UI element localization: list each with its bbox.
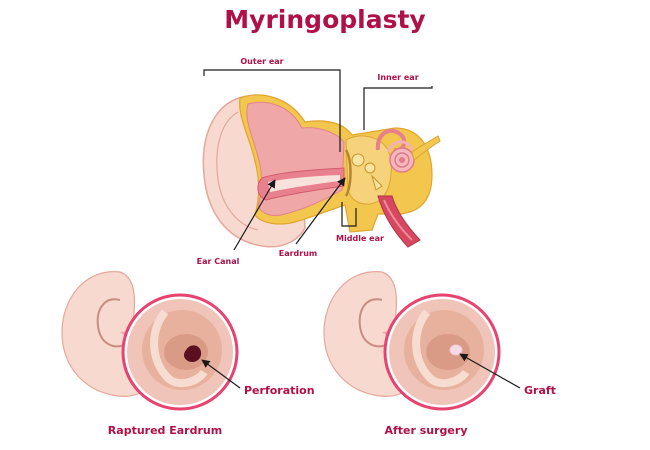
eardrum-pointer [295,177,346,245]
graft-pointer [459,353,521,389]
ear-canal-pointer [233,179,276,251]
ossicle [351,153,365,167]
zoom-eardrum [426,334,470,370]
page-title: Myringoplasty [224,5,425,34]
perforation-pointer [201,359,241,389]
graft-label: Graft [524,384,556,397]
inner-ear-label: Inner ear [377,73,418,82]
cochlea [399,157,405,163]
ear-cross-section [202,94,441,248]
after-surgery-caption: After surgery [384,424,467,437]
ear-inner-curve [96,298,127,348]
ear-canal-lumen [268,175,340,192]
middle-ear-bracket [341,202,357,227]
eustachian-tube-inner [383,199,413,241]
auditory-nerve [411,135,441,161]
ossicle [364,162,376,174]
graft-patch [449,344,463,356]
ruptured-caption: Raptured Eardrum [108,424,222,437]
panel-after-surgery: Graft After surgery [323,271,556,437]
eardrum-label: Eardrum [279,249,318,258]
ossicle [370,174,383,191]
region-brackets [203,69,433,227]
zoom-ridge [150,309,208,388]
cochlea [394,152,410,168]
eardrum-membrane [344,149,352,197]
ear-canal-label: Ear Canal [197,257,240,266]
semicircular-canals [386,140,414,153]
perforation-hole [183,345,202,362]
middle-ear-label: Middle ear [336,234,384,243]
inner-ear-bracket [363,86,433,130]
outer-ear-label: Outer ear [240,57,283,66]
zoom-ridge [412,309,470,388]
perforation-label: Perforation [244,384,315,397]
pinna-fold [216,111,259,231]
ear-inner-curve [358,298,389,348]
panel-ruptured: Perforation Raptured Eardrum [61,271,315,437]
outer-ear-bracket [203,69,341,152]
